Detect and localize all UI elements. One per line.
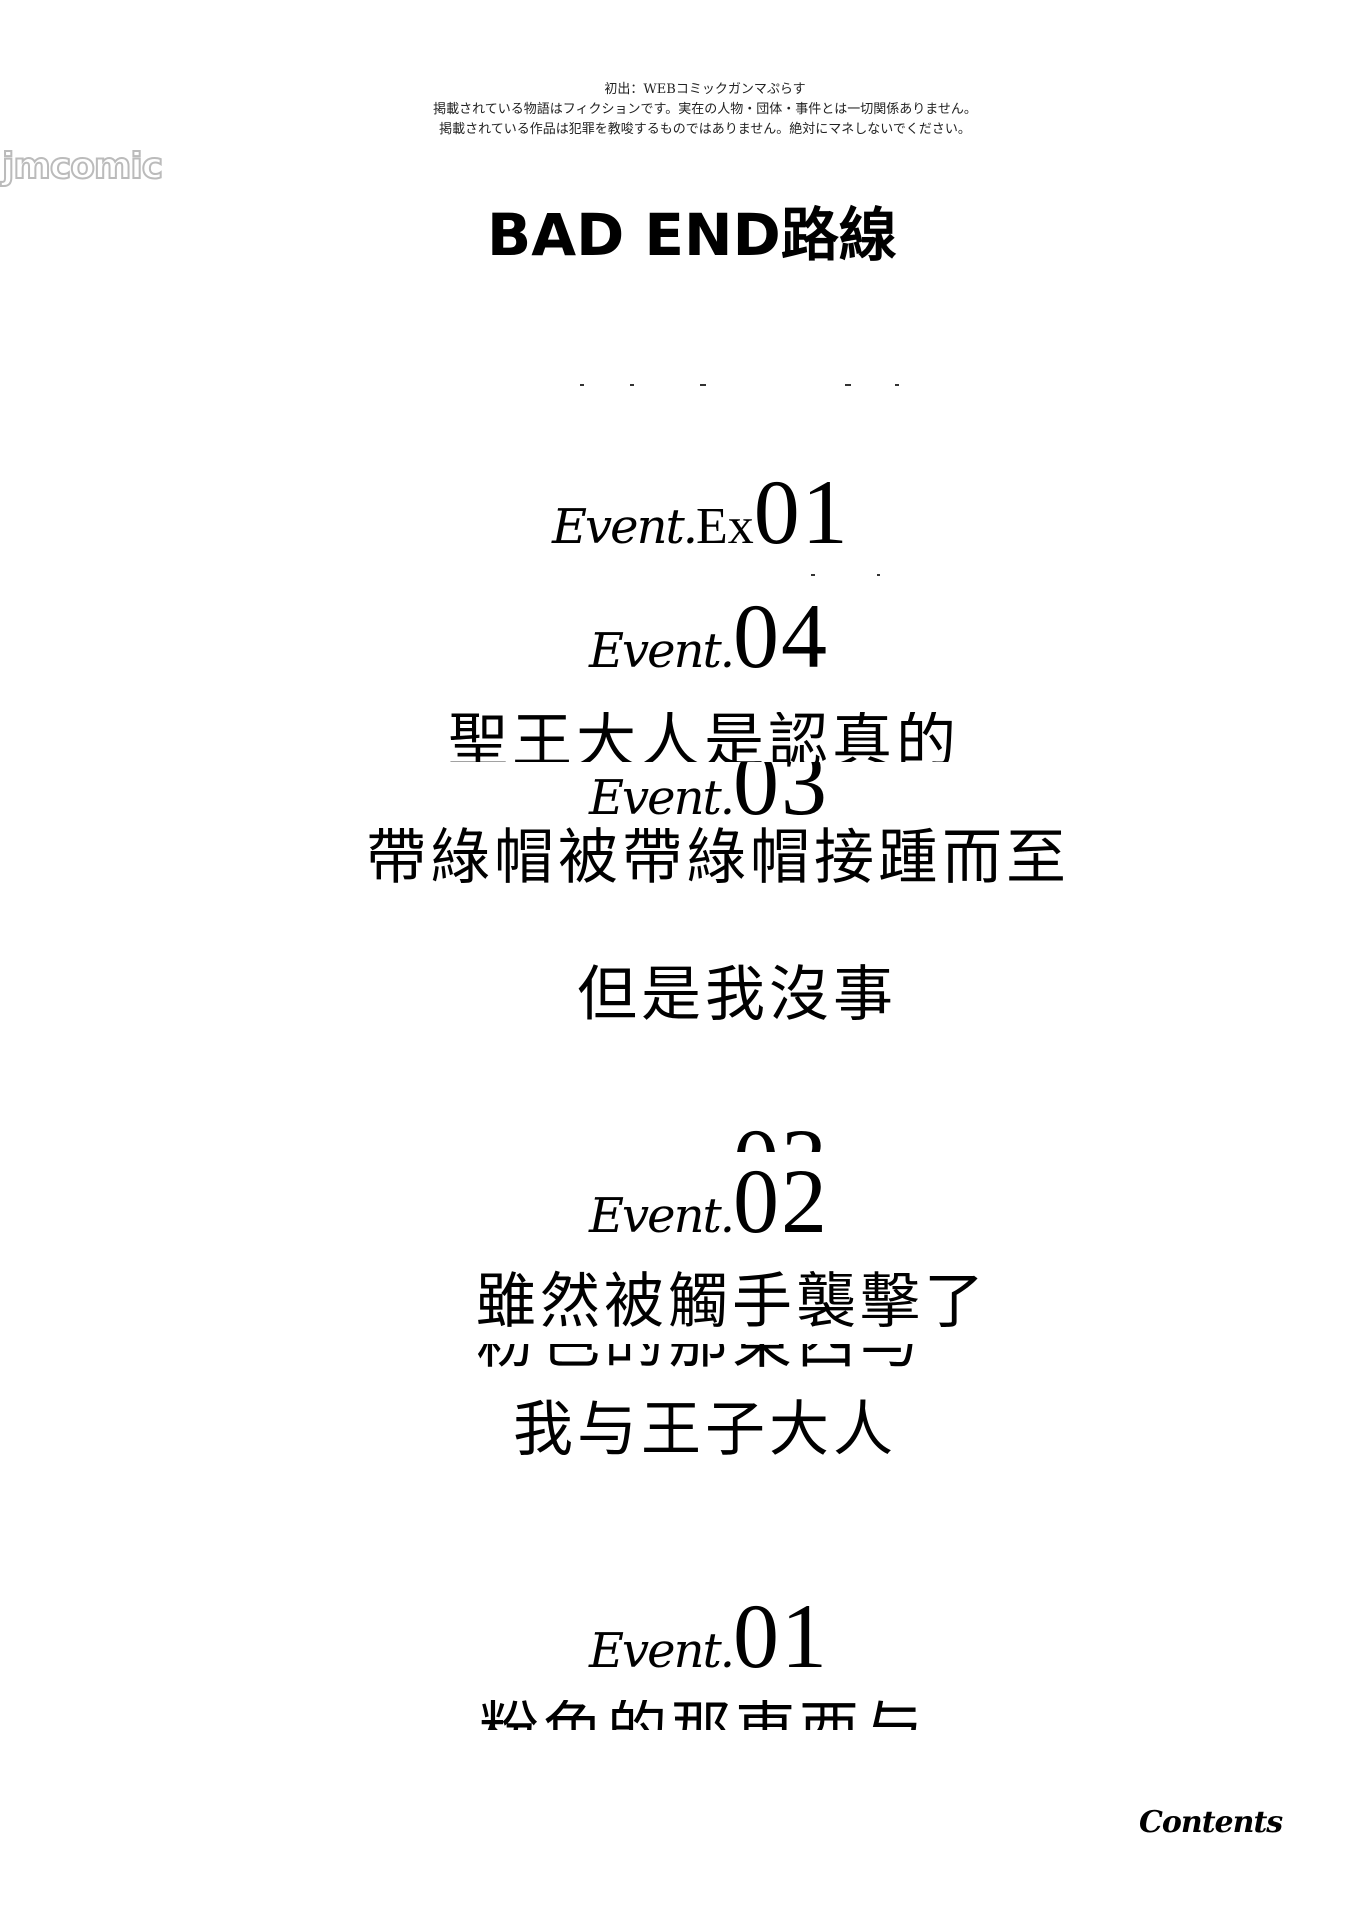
event-01-title-fragment-bottom: 粉色的那東西与 [476,1344,946,1374]
notice-line: 初出：WEBコミックガンマぷらす [604,82,806,97]
event-02-subtitle: 我与王子大人 [513,1395,897,1465]
speck [630,384,634,386]
publication-notice: 初出：WEBコミックガンマぷらす 掲載されている物語はフィクションです。実在の人… [0,80,1350,140]
page-title: BAD END路線 [487,201,897,269]
speck [895,384,899,386]
contents-label: Contents [1139,1805,1283,1840]
event-02-heading: Event.02 [589,1150,830,1252]
speck [700,384,706,386]
event-ex01-heading: Event.Ex01 [552,461,850,563]
event-01-heading: Event.01 [589,1585,830,1687]
speck [845,384,851,386]
event-03-subtitle: 但是我沒事 [577,960,897,1030]
notice-line: 掲載されている作品は犯罪を教唆するものではありません。絶対にマネしないでください… [439,122,971,137]
event-03-title: 帶綠帽被帶綠帽接踵而至 [366,823,1070,893]
event-01-title-fragment-top: 粉色的那東西与 [479,1700,949,1730]
event-03-heading-clipped: Event.03 [589,1110,849,1152]
watermark-logo: jmcomic [1,145,164,188]
speck [580,384,584,386]
notice-line: 掲載されている物語はフィクションです。実在の人物・団体・事件とは一切関係ありませ… [433,102,977,117]
speck [877,574,880,576]
event-04-title: 聖王大人是認真的 [448,712,960,762]
event-04-heading: Event.04 [589,585,830,687]
speck [811,574,815,576]
event-02-title: 雖然被觸手襲擊了 [476,1267,988,1337]
